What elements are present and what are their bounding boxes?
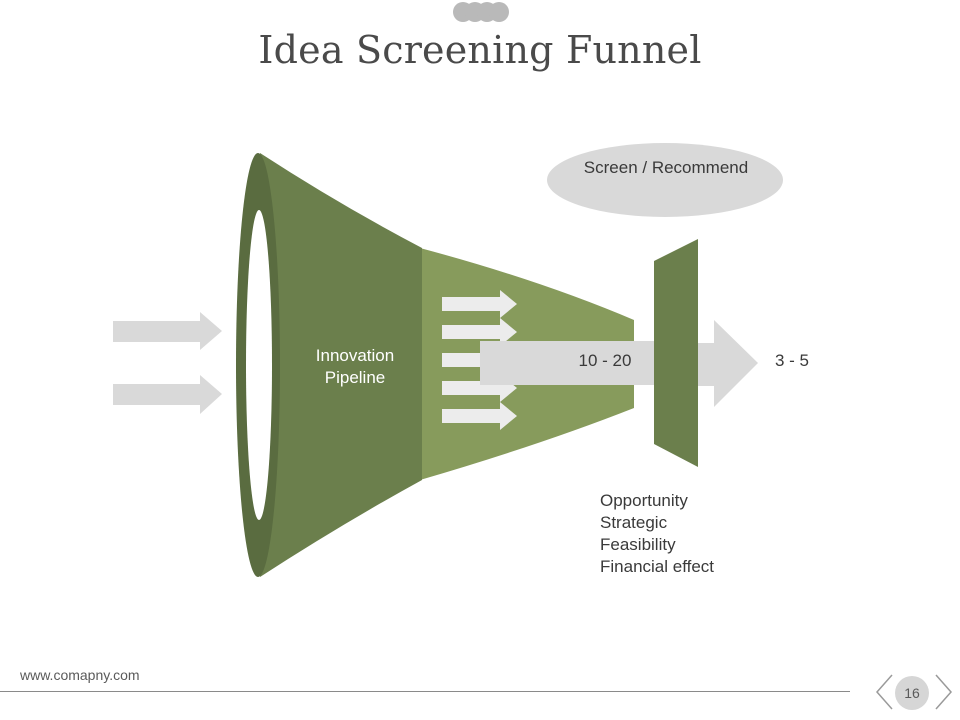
logo-dots-icon	[453, 2, 509, 22]
funnel-body	[260, 153, 422, 577]
funnel-opening	[246, 210, 272, 520]
slide-title: Idea Screening Funnel	[258, 28, 702, 72]
screen-bubble	[547, 143, 783, 217]
screen-label: Screen / Recommend	[583, 158, 749, 177]
criteria-list: Opportunity Strategic Feasibility Financ…	[600, 490, 714, 578]
pipeline-arrow	[442, 290, 517, 318]
criteria-item: Strategic	[600, 513, 668, 532]
chevron-right-icon[interactable]	[932, 672, 954, 712]
output-arrow	[698, 320, 758, 407]
input-arrow-bottom	[113, 375, 222, 414]
stage-value-box	[480, 341, 673, 385]
footer-divider	[0, 691, 850, 692]
pipeline-arrow	[442, 318, 517, 346]
chevron-left-icon[interactable]	[874, 672, 896, 712]
output-value: 3 - 5	[774, 351, 810, 370]
stage-value: 10 - 20	[578, 351, 632, 370]
criteria-item: Opportunity	[600, 491, 688, 510]
criteria-item: Financial effect	[600, 557, 715, 576]
page-number: 16	[895, 676, 929, 710]
screen-gate	[654, 239, 698, 467]
footer-url: www.comapny.com	[20, 667, 140, 683]
pipeline-label: Innovation Pipeline	[315, 346, 395, 387]
pipeline-arrow	[442, 402, 517, 430]
criteria-item: Feasibility	[600, 535, 676, 554]
input-arrow-top	[113, 312, 222, 350]
